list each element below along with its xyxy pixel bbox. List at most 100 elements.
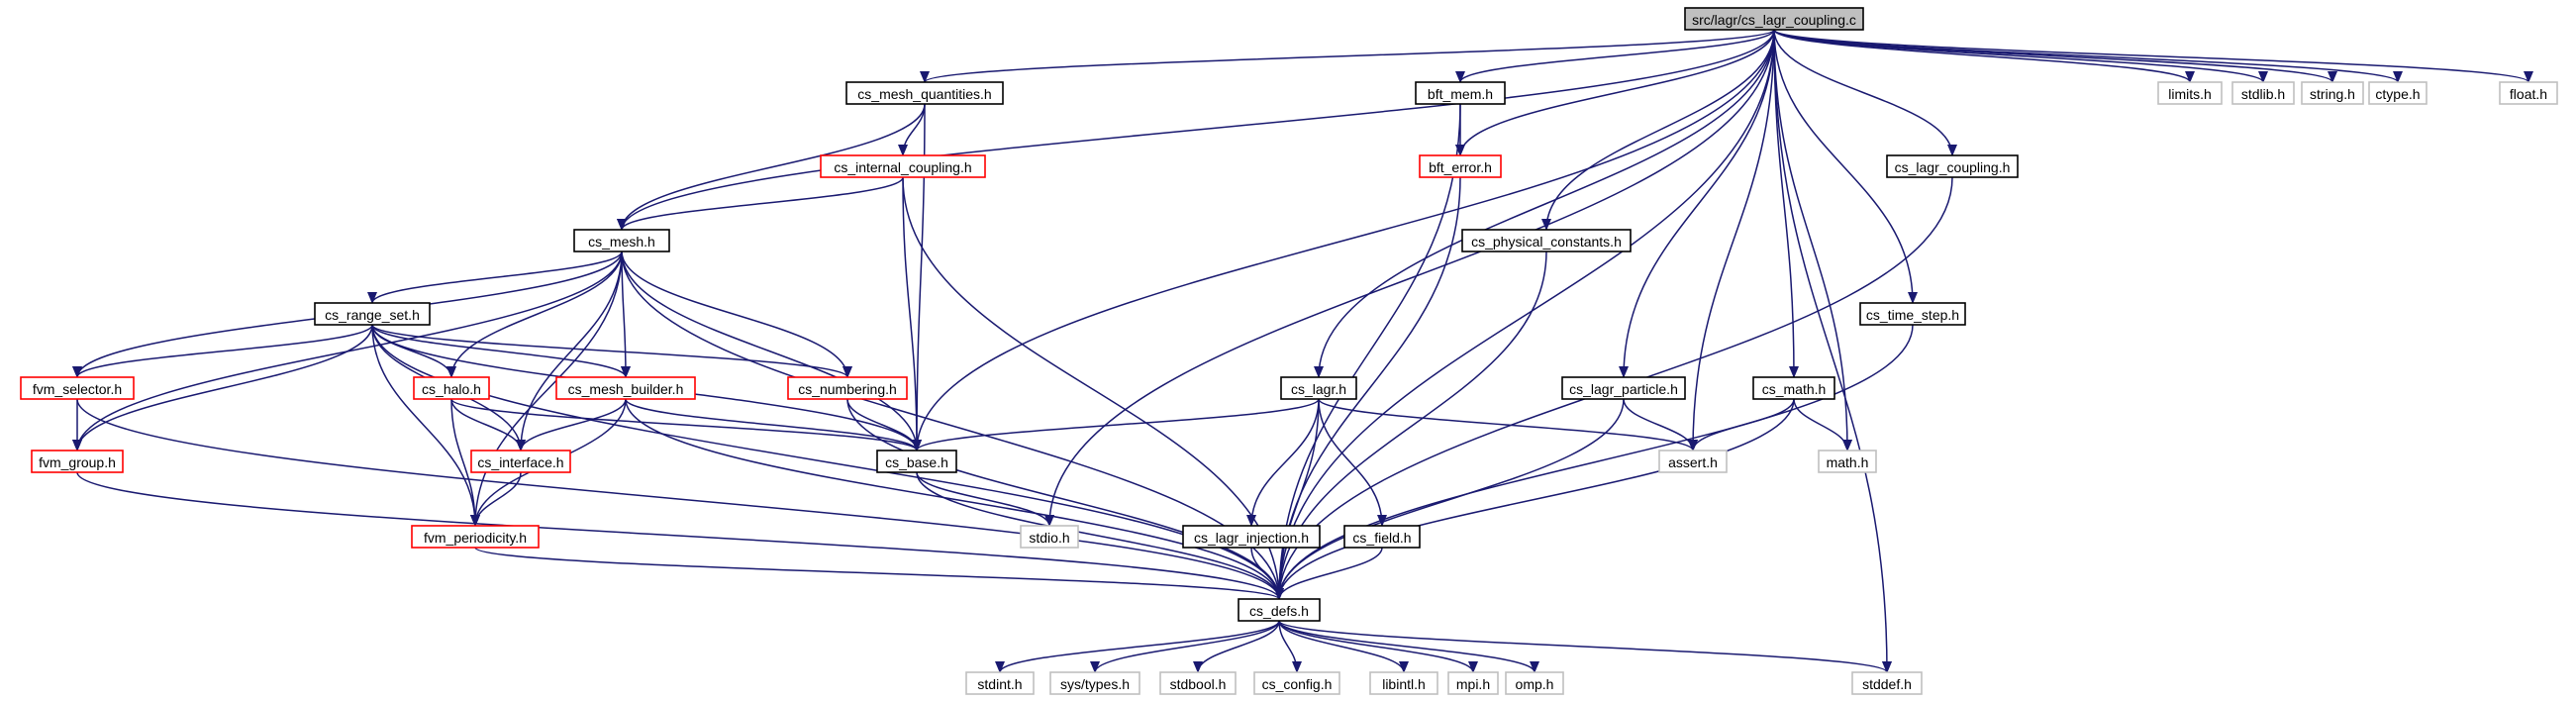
node-mpi[interactable]: mpi.h bbox=[1447, 671, 1499, 695]
node-label: cs_mesh_builder.h bbox=[568, 381, 684, 397]
edge-cs-defs-to-omp bbox=[1278, 620, 1539, 673]
node-omp[interactable]: omp.h bbox=[1505, 671, 1564, 695]
node-stdlib[interactable]: stdlib.h bbox=[2231, 81, 2295, 105]
node-box bbox=[1658, 450, 1728, 473]
dependency-edges bbox=[72, 29, 2533, 673]
node-cs-math[interactable]: cs_math.h bbox=[1752, 376, 1835, 400]
node-cs-lagr-particle[interactable]: cs_lagr_particle.h bbox=[1561, 376, 1686, 400]
node-limits[interactable]: limits.h bbox=[2157, 81, 2223, 105]
node-cs-mesh-builder[interactable]: cs_mesh_builder.h bbox=[555, 376, 696, 400]
node-box bbox=[1343, 525, 1421, 549]
node-bft-mem[interactable]: bft_mem.h bbox=[1415, 81, 1506, 105]
edge-root-to-cs-mesh-quantities bbox=[920, 29, 1775, 83]
node-box bbox=[1818, 450, 1877, 473]
node-box bbox=[1182, 525, 1321, 549]
edge-root-to-cs-base bbox=[912, 29, 1775, 451]
node-cs-field[interactable]: cs_field.h bbox=[1343, 525, 1421, 549]
node-box bbox=[2301, 81, 2364, 105]
node-fvm-periodicity[interactable]: fvm_periodicity.h bbox=[411, 525, 540, 549]
edge-bft-mem-to-cs-defs bbox=[1274, 103, 1461, 600]
node-box bbox=[1159, 671, 1237, 695]
node-cs-range-set[interactable]: cs_range_set.h bbox=[314, 302, 431, 326]
node-cs-lagr[interactable]: cs_lagr.h bbox=[1280, 376, 1357, 400]
node-cs-lagr-injection[interactable]: cs_lagr_injection.h bbox=[1182, 525, 1321, 549]
edge-cs-lagr-to-cs-field bbox=[1318, 398, 1387, 527]
node-cs-mesh[interactable]: cs_mesh.h bbox=[573, 229, 670, 252]
edge-root-to-float bbox=[1773, 29, 2533, 83]
edge-cs-halo-to-cs-base bbox=[450, 398, 922, 451]
node-label: fvm_periodicity.h bbox=[424, 530, 527, 546]
edge-fvm-periodicity-to-cs-defs bbox=[474, 547, 1284, 600]
edge-cs-defs-to-stdbool bbox=[1193, 620, 1280, 673]
node-label: cs_mesh_quantities.h bbox=[857, 86, 991, 102]
node-stddef[interactable]: stddef.h bbox=[1851, 671, 1923, 695]
node-string[interactable]: string.h bbox=[2301, 81, 2364, 105]
edge-cs-time-step-to-cs-defs bbox=[1274, 324, 1914, 600]
node-box bbox=[1859, 302, 1966, 326]
edge-root-to-cs-lagr-particle bbox=[1619, 29, 1775, 378]
node-cs-defs[interactable]: cs_defs.h bbox=[1238, 598, 1321, 622]
node-box bbox=[2157, 81, 2223, 105]
node-label: omp.h bbox=[1516, 676, 1554, 692]
node-fvm-group[interactable]: fvm_group.h bbox=[31, 450, 124, 473]
node-label: fvm_selector.h bbox=[33, 381, 122, 397]
node-float[interactable]: float.h bbox=[2499, 81, 2558, 105]
node-assert[interactable]: assert.h bbox=[1658, 450, 1728, 473]
node-math[interactable]: math.h bbox=[1818, 450, 1877, 473]
edge-cs-mesh-builder-to-cs-base bbox=[625, 398, 922, 451]
edge-cs-defs-to-libintl bbox=[1278, 620, 1409, 673]
edge-cs-field-to-cs-defs bbox=[1274, 547, 1383, 600]
edge-cs-math-to-math bbox=[1793, 398, 1852, 451]
node-bft-error[interactable]: bft_error.h bbox=[1419, 154, 1502, 178]
node-box bbox=[31, 450, 124, 473]
node-stdio[interactable]: stdio.h bbox=[1020, 525, 1079, 549]
edge-cs-mesh-to-cs-numbering bbox=[621, 251, 852, 378]
edge-cs-mesh-to-cs-defs bbox=[621, 251, 1284, 600]
edge-cs-interface-to-fvm-periodicity bbox=[470, 471, 522, 527]
node-cs-physical-constants[interactable]: cs_physical_constants.h bbox=[1461, 229, 1632, 252]
node-cs-base[interactable]: cs_base.h bbox=[876, 450, 957, 473]
edge-root-to-stdlib bbox=[1773, 29, 2268, 83]
node-cs-numbering[interactable]: cs_numbering.h bbox=[787, 376, 908, 400]
node-cs-mesh-quantities[interactable]: cs_mesh_quantities.h bbox=[845, 81, 1004, 105]
node-cs-halo[interactable]: cs_halo.h bbox=[413, 376, 490, 400]
node-label: math.h bbox=[1827, 454, 1869, 470]
node-fvm-selector[interactable]: fvm_selector.h bbox=[20, 376, 135, 400]
edge-root-to-bft-mem bbox=[1455, 29, 1775, 83]
edge-cs-numbering-to-cs-defs bbox=[846, 398, 1284, 600]
node-box bbox=[411, 525, 540, 549]
edge-cs-mesh-to-cs-range-set bbox=[367, 251, 623, 304]
node-ctype[interactable]: ctype.h bbox=[2368, 81, 2427, 105]
node-box bbox=[1238, 598, 1321, 622]
node-cs-config[interactable]: cs_config.h bbox=[1253, 671, 1340, 695]
node-stdint[interactable]: stdint.h bbox=[965, 671, 1035, 695]
node-libintl[interactable]: libintl.h bbox=[1369, 671, 1438, 695]
edge-cs-lagr-particle-to-assert bbox=[1623, 398, 1698, 451]
edge-cs-mesh-builder-to-cs-defs bbox=[625, 398, 1284, 600]
node-label: stdint.h bbox=[977, 676, 1022, 692]
node-cs-interface[interactable]: cs_interface.h bbox=[470, 450, 571, 473]
node-label: bft_mem.h bbox=[1428, 86, 1493, 102]
edge-cs-lagr-to-assert bbox=[1318, 398, 1698, 451]
edge-root-to-assert bbox=[1688, 29, 1775, 451]
node-root[interactable]: src/lagr/cs_lagr_coupling.c bbox=[1684, 7, 1864, 31]
edge-root-to-stdio bbox=[1044, 29, 1775, 527]
node-box bbox=[1447, 671, 1499, 695]
node-sys-types[interactable]: sys/types.h bbox=[1049, 671, 1140, 695]
edge-cs-lagr-particle-to-cs-defs bbox=[1274, 398, 1625, 600]
node-label: cs_lagr_particle.h bbox=[1569, 381, 1678, 397]
edge-cs-mesh-to-cs-base bbox=[621, 251, 922, 451]
node-box bbox=[1369, 671, 1438, 695]
node-label: cs_range_set.h bbox=[325, 307, 420, 323]
node-label: bft_error.h bbox=[1429, 159, 1492, 175]
node-cs-internal-coupling[interactable]: cs_internal_coupling.h bbox=[820, 154, 986, 178]
node-cs-lagr-coupling[interactable]: cs_lagr_coupling.h bbox=[1886, 154, 2019, 178]
node-box bbox=[20, 376, 135, 400]
edge-cs-range-set-to-fvm-periodicity bbox=[371, 324, 480, 527]
node-cs-time-step[interactable]: cs_time_step.h bbox=[1859, 302, 1966, 326]
node-box bbox=[1505, 671, 1564, 695]
node-label: ctype.h bbox=[2375, 86, 2420, 102]
node-stdbool[interactable]: stdbool.h bbox=[1159, 671, 1237, 695]
node-label: sys/types.h bbox=[1060, 676, 1130, 692]
